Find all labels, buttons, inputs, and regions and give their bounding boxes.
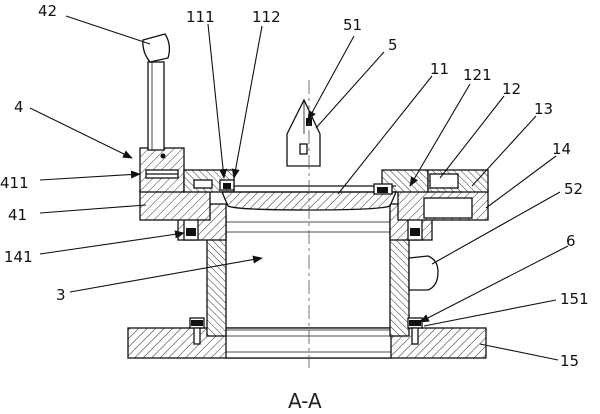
leader-42: [65, 15, 151, 45]
label-6: 6: [566, 232, 576, 250]
probe-5: [286, 98, 321, 167]
leader-4: [29, 107, 133, 159]
section-caption: A-A: [288, 389, 322, 413]
label-112: 112: [252, 8, 281, 26]
label-51: 51: [343, 16, 362, 34]
label-12: 12: [502, 80, 521, 98]
leader-51: [307, 35, 355, 121]
leader-111: [207, 23, 228, 179]
leader-151: [423, 299, 557, 327]
leader-112: [231, 25, 263, 179]
label-14: 14: [552, 140, 571, 158]
leader-13: [471, 115, 537, 187]
base-plate-15: [127, 327, 487, 359]
seal-111: [219, 179, 235, 191]
leader-41: [39, 204, 147, 214]
leader-411: [39, 170, 141, 181]
leader-141: [39, 230, 185, 255]
side-element-52: [408, 255, 439, 291]
leader-12: [439, 95, 505, 179]
leader-52: [431, 191, 561, 265]
label-13: 13: [534, 100, 553, 118]
label-3: 3: [56, 286, 66, 304]
leader-5: [315, 51, 385, 129]
leader-lines: [29, 15, 569, 361]
seal-121: [373, 183, 393, 195]
label-41: 41: [8, 206, 27, 224]
label-4: 4: [14, 98, 24, 116]
cylinder-3: [206, 211, 410, 337]
leader-14: [485, 155, 557, 209]
label-11: 11: [430, 60, 449, 78]
top-frame-12: [183, 169, 489, 193]
label-15: 15: [560, 352, 579, 370]
label-111: 111: [186, 8, 215, 26]
leader-11: [337, 75, 433, 195]
leader-3: [69, 255, 263, 293]
bolt-6: [189, 317, 423, 345]
label-121: 121: [463, 66, 492, 84]
label-151: 151: [560, 290, 589, 308]
label-411: 411: [0, 174, 29, 192]
label-141: 141: [4, 248, 33, 266]
label-5: 5: [388, 36, 398, 54]
leader-6: [419, 245, 569, 323]
label-42: 42: [38, 2, 57, 20]
leader-121: [409, 83, 471, 187]
leader-15: [479, 343, 559, 361]
handle-42: [142, 33, 171, 159]
label-52: 52: [564, 180, 583, 198]
